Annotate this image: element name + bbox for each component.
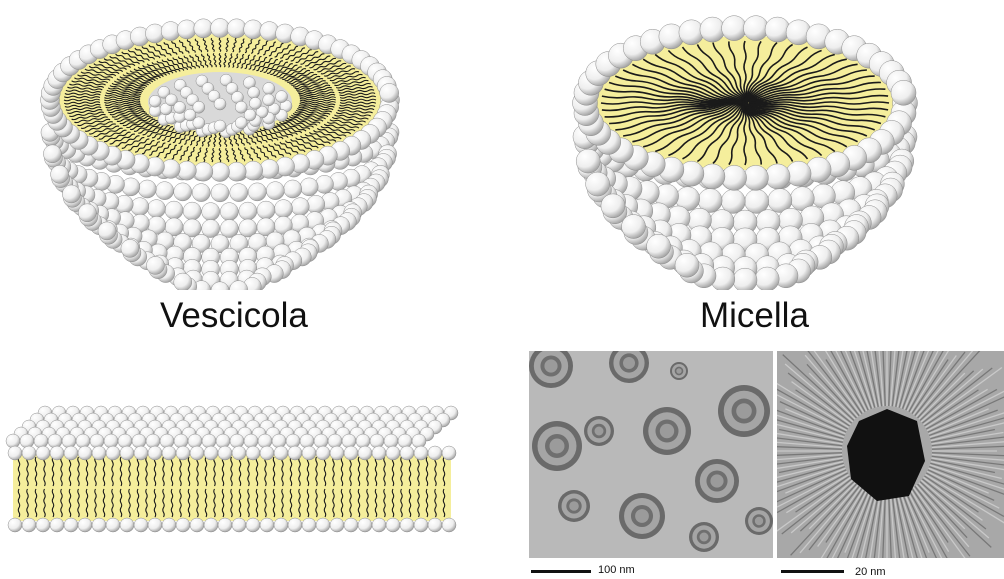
micrograph-vesicles xyxy=(529,351,773,558)
scale-label-left: 100 nm xyxy=(598,565,635,576)
vesicle-illustration xyxy=(30,5,410,290)
scale-bar-left xyxy=(531,570,591,573)
micelle-caption: Micella xyxy=(700,298,809,333)
micelle-illustration xyxy=(565,8,925,290)
scale-label-right: 20 nm xyxy=(855,567,886,578)
micrograph-micelle xyxy=(777,351,1004,558)
scale-bar-right xyxy=(781,570,844,573)
bilayer-illustration xyxy=(5,405,475,540)
vesicle-caption: Vescicola xyxy=(160,298,308,333)
